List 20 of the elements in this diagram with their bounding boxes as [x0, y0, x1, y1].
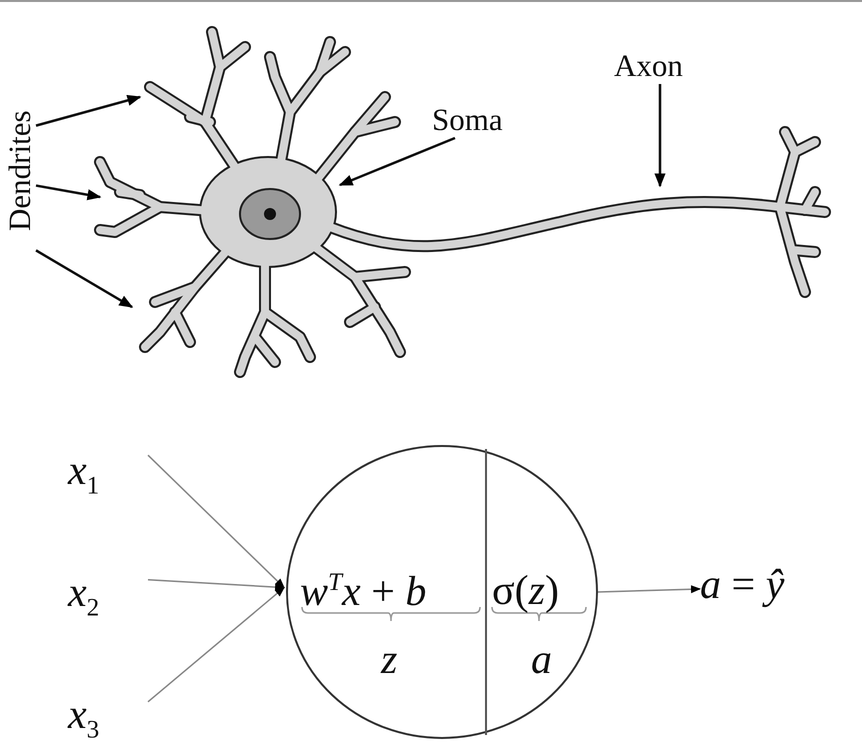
- part-label: Axon: [614, 50, 706, 84]
- leader-arrow: [36, 184, 102, 200]
- leader-arrow: [35, 249, 134, 308]
- part-label: Soma: [432, 104, 524, 138]
- brace-label: z: [381, 639, 398, 681]
- leader-arrow: [338, 136, 456, 186]
- formula: σ(z): [492, 570, 559, 612]
- math-label: a = ŷ: [700, 564, 852, 616]
- part-label: Dendrites: [4, 90, 36, 252]
- brace-label: a: [531, 639, 552, 681]
- connector-arrow: [148, 586, 285, 702]
- leader-arrow: [654, 84, 666, 188]
- formula: w$^{T}$x + b: [300, 570, 426, 613]
- connector-arrow: [148, 579, 286, 592]
- leader-arrow: [36, 94, 142, 127]
- math-label: x$_{3}$: [68, 694, 148, 746]
- connector-arrow: [598, 585, 701, 594]
- math-label: x$_{1}$: [68, 450, 148, 502]
- connector-arrow: [147, 454, 285, 588]
- math-label: x$_{2}$: [68, 572, 148, 624]
